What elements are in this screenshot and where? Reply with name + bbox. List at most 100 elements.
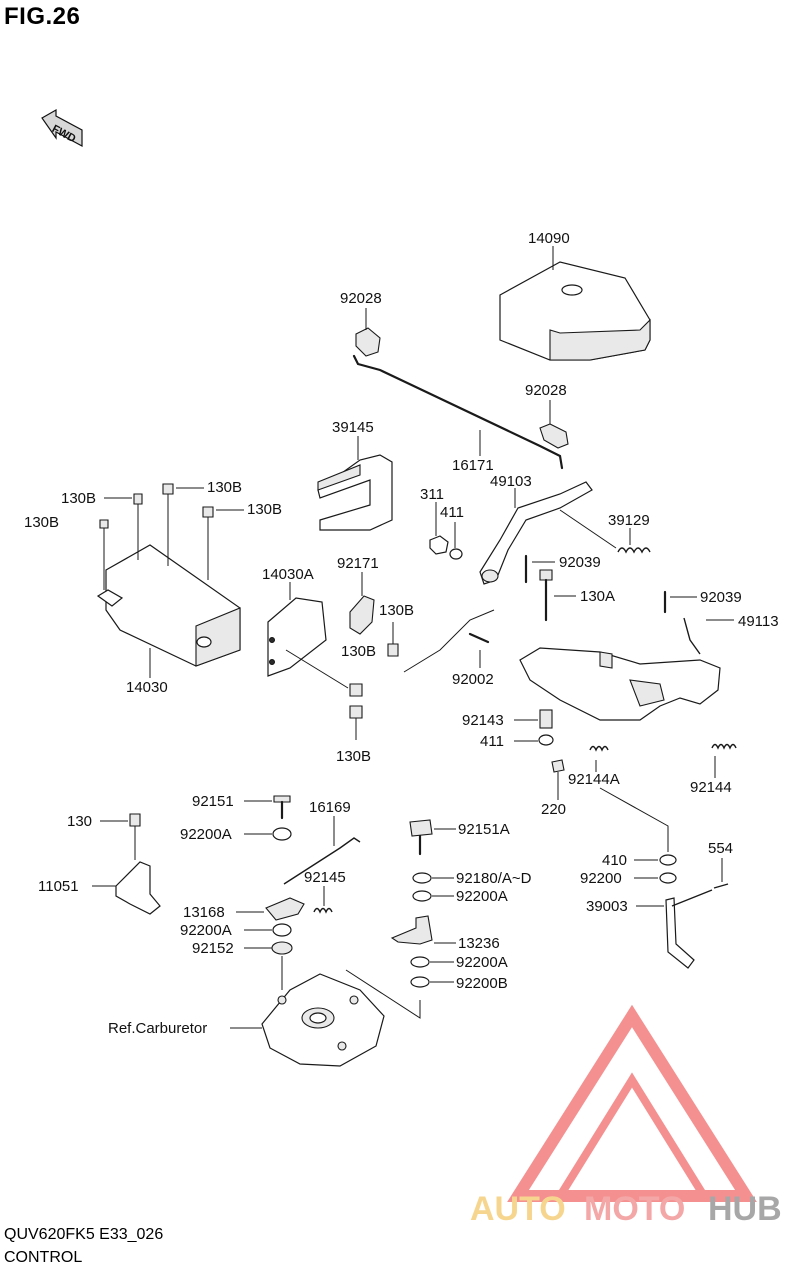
- callout-92039-right: 92039: [700, 589, 742, 606]
- figure-title: FIG.26: [4, 3, 81, 30]
- bolt-130A: [539, 569, 576, 622]
- callout-49113: 49113: [738, 613, 779, 630]
- washer-411-lower: [514, 734, 554, 746]
- clip-92171: [349, 572, 375, 635]
- callout-92144A: 92144A: [568, 771, 620, 788]
- callout-11051: 11051: [38, 878, 79, 895]
- callout-49103: 49103: [490, 473, 532, 490]
- bolt-130: [100, 813, 141, 860]
- carburetor-reference: [230, 973, 385, 1067]
- bolt-130B-2: [162, 483, 204, 566]
- rod-39003: [636, 889, 713, 969]
- washer-92200: [634, 872, 677, 884]
- washer-92180: [412, 872, 454, 884]
- screw-220: [551, 759, 565, 800]
- collar-92152: [244, 941, 293, 955]
- callout-13236: 13236: [458, 935, 500, 952]
- callout-16171: 16171: [452, 457, 494, 474]
- section-name: CONTROL: [4, 1249, 83, 1266]
- bolt-130B-7: [349, 705, 363, 740]
- cover-14090: [499, 246, 651, 361]
- callout-92200: 92200: [580, 870, 622, 887]
- callout-92152: 92152: [192, 940, 234, 957]
- clip-92028-top: [355, 308, 381, 357]
- fwd-arrow-icon: FWD: [41, 108, 83, 148]
- spring-92145: [313, 886, 333, 914]
- callout-92151: 92151: [192, 793, 234, 810]
- bracket-11051: [92, 861, 161, 915]
- bolt-130B-6: [285, 649, 363, 697]
- callout-130B-1: 130B: [61, 490, 96, 507]
- lever-49103: [479, 481, 593, 585]
- spring-39129: [559, 509, 651, 554]
- callout-92145: 92145: [304, 869, 346, 886]
- callout-92200A-1: 92200A: [180, 826, 232, 843]
- callout-39145: 39145: [332, 419, 374, 436]
- washer-92200A-3: [412, 890, 454, 902]
- watermark-moto: MOTO: [584, 1190, 685, 1228]
- callout-92151A: 92151A: [458, 821, 510, 838]
- callout-130B-7: 130B: [336, 748, 371, 765]
- callout-92028-mid: 92028: [525, 382, 567, 399]
- callout-16169: 16169: [309, 799, 351, 816]
- clip-92028-mid: [539, 400, 569, 449]
- callout-411-lower: 411: [480, 733, 504, 750]
- callout-14030: 14030: [126, 679, 168, 696]
- wire-16169: [283, 816, 361, 885]
- washer-92200A-1: [244, 827, 292, 841]
- screw-92151: [244, 795, 291, 820]
- callout-92200A-3: 92200A: [456, 888, 508, 905]
- washer-92200B: [410, 976, 454, 988]
- watermark-logo: AUTO MOTO HUB: [470, 1004, 782, 1228]
- box-14030: [96, 544, 241, 678]
- screw-92151A: [409, 819, 456, 856]
- washer-411-upper: [449, 522, 463, 560]
- bolt-130B-5: [387, 622, 399, 657]
- callout-130B-5: 130B: [379, 602, 414, 619]
- callout-ref-carburetor: Ref.Carburetor: [108, 1020, 207, 1037]
- washer-410: [599, 787, 677, 866]
- lever-13236: [390, 915, 456, 945]
- callout-92028-top: 92028: [340, 290, 382, 307]
- callout-92200B: 92200B: [456, 975, 508, 992]
- callout-92200A-2: 92200A: [180, 922, 232, 939]
- callout-411-upper: 411: [440, 504, 464, 521]
- washer-92200A-4: [410, 956, 454, 968]
- callout-14030A: 14030A: [262, 566, 314, 583]
- rod-16171: [352, 354, 564, 470]
- collar-92143: [514, 709, 553, 729]
- watermark-auto: AUTO: [470, 1190, 566, 1228]
- callout-13168: 13168: [183, 904, 225, 921]
- spring-92144: [711, 743, 737, 778]
- callout-554: 554: [708, 840, 733, 857]
- pin-92039-left: [524, 554, 555, 584]
- callout-130B-3: 130B: [24, 514, 59, 531]
- callout-130B-6: 130B: [341, 643, 376, 660]
- callout-130: 130: [67, 813, 92, 830]
- callout-92200A-4: 92200A: [456, 954, 508, 971]
- callout-410: 410: [602, 852, 627, 869]
- callout-92144: 92144: [690, 779, 732, 796]
- callout-311: 311: [420, 486, 444, 503]
- callout-39003: 39003: [586, 898, 628, 915]
- spring-92144A: [589, 745, 609, 772]
- bolt-130B-4: [202, 506, 244, 580]
- callout-92171: 92171: [337, 555, 379, 572]
- callout-92002: 92002: [452, 671, 494, 688]
- bolt-130B-3: [99, 519, 109, 590]
- plate-14030A: [267, 582, 327, 677]
- callout-39129: 39129: [608, 512, 650, 529]
- callout-labels: 14090 92028 92028 39145 16171 311 411 49…: [24, 230, 779, 1037]
- callout-130A: 130A: [580, 588, 615, 605]
- pin-554: [713, 858, 729, 889]
- callout-130B-4: 130B: [247, 501, 282, 518]
- callout-92039-left: 92039: [559, 554, 601, 571]
- pin-92039-right: [663, 590, 697, 614]
- model-code: QUV620FK5 E33_026: [4, 1226, 164, 1243]
- bolt-92002: [403, 609, 495, 673]
- callout-14090: 14090: [528, 230, 570, 247]
- bolt-130B-1: [104, 493, 143, 560]
- bracket-39145: [317, 436, 393, 531]
